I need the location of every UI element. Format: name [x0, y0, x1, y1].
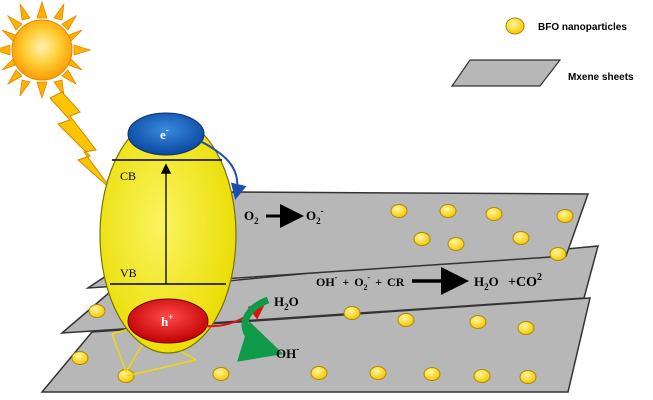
nanoparticle [212, 367, 230, 381]
nanoparticle [71, 351, 89, 365]
nanoparticle [469, 315, 487, 329]
nanoparticle [310, 366, 328, 380]
hydroxyl-radical-product: OH- [276, 344, 299, 361]
o2-reactant: O2 [244, 208, 259, 226]
nanoparticle [369, 366, 387, 380]
hole-label: h+ [161, 312, 173, 329]
nanoparticle [397, 313, 415, 327]
legend-sheet-icon [450, 59, 562, 87]
water-reactant: H2O [274, 294, 299, 312]
legend-nanoparticle-icon [505, 17, 525, 35]
hole-ellipse [127, 298, 209, 344]
nanoparticle [439, 204, 457, 218]
nanoparticle [517, 321, 535, 335]
degradation-products: H2O +CO2 [474, 272, 542, 292]
electron-label: e- [160, 125, 169, 142]
nanoparticles [71, 204, 574, 384]
nanoparticle [485, 207, 503, 221]
legend-sheets-label: Mxene sheets [568, 72, 634, 83]
nanoparticle [549, 247, 567, 261]
degradation-reaction: OH- + O2- + CR H2O +CO2 [316, 267, 542, 295]
sun-icon [0, 0, 92, 100]
nanoparticle [447, 237, 465, 251]
water-oxidation-arrow [237, 296, 284, 362]
electron-transfer-arrow [201, 141, 247, 200]
lightning-bolt-icon [49, 91, 113, 191]
legend: BFO nanoparticles Mxene sheets [450, 17, 634, 87]
nanoparticle [343, 306, 361, 320]
nanoparticle [556, 209, 574, 223]
nanoparticle [413, 232, 431, 246]
electron-ellipse [127, 112, 205, 156]
nanoparticle [519, 370, 537, 384]
nanoparticle [512, 231, 530, 245]
superoxide-product: O2- [306, 206, 324, 226]
nanoparticle [88, 304, 106, 318]
nanoparticle [473, 369, 491, 383]
legend-nanoparticles-label: BFO nanoparticles [538, 22, 627, 33]
oxygen-reduction-reaction: O2 O2- [244, 204, 324, 228]
degradation-reactants: OH- + O2- + CR [316, 269, 405, 292]
vb-label: VB [120, 266, 137, 280]
nanoparticle [423, 367, 441, 381]
cb-label: CB [120, 169, 136, 183]
nanoparticle [390, 204, 408, 218]
